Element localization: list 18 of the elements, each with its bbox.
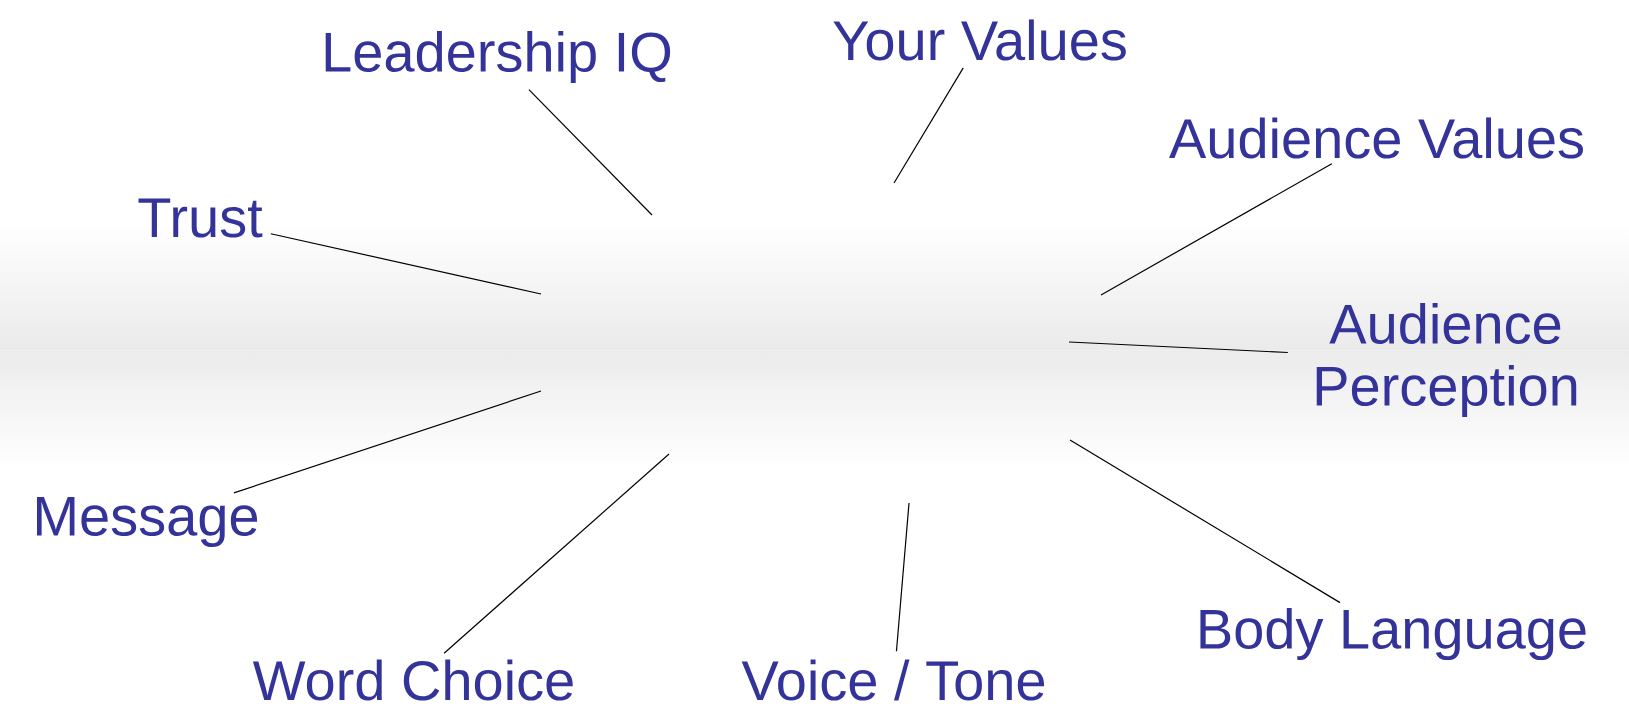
label-text: Audience Perception [1316,302,1577,418]
spoke-line [443,453,670,654]
spoke-line [528,89,653,216]
spoke-line [893,67,964,184]
spoke-line [1069,439,1341,604]
spoke-line [233,390,542,494]
label-text: Trust [138,198,263,238]
spoke-line [270,233,542,295]
label-text: Word Choice [252,659,573,701]
label-text: Audience Values [1169,117,1583,159]
label-text: Body Language [1200,607,1586,661]
label-text: Message [37,496,258,548]
label-text: Voice / Tone [741,659,1045,701]
label-text: Leadership IQ [325,30,671,84]
spoke-line [1100,163,1333,296]
spoke-line [1068,341,1289,354]
label-text: Your Values [833,19,1126,61]
spoke-line [895,502,910,652]
